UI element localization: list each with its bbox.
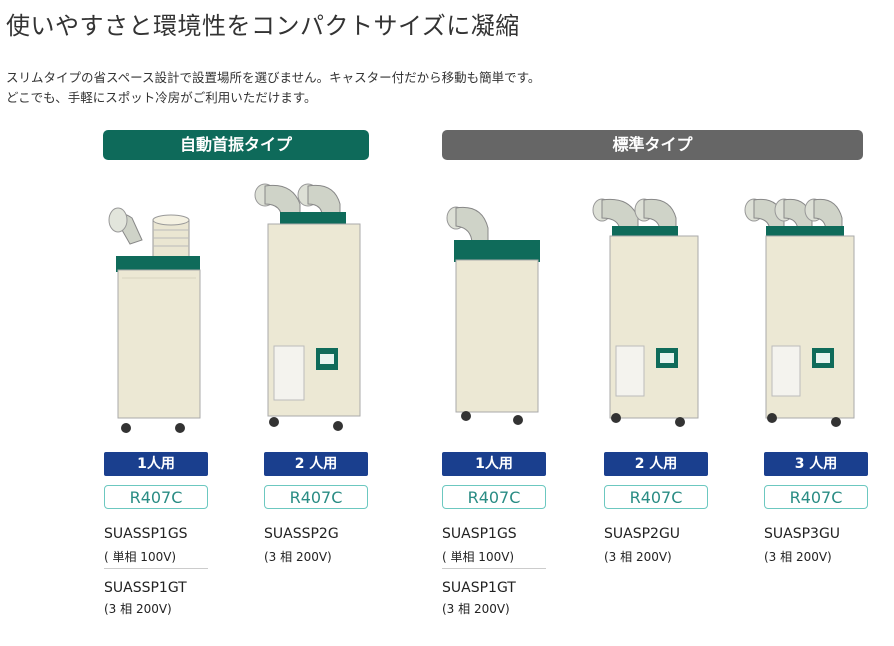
model-name: SUASSP1GS (104, 526, 188, 542)
category-auto-swing: 自動首振タイプ (103, 130, 369, 160)
model-name: SUASP1GS (442, 526, 517, 542)
model-name: SUASSP1GT (104, 580, 187, 596)
people-badge: 2 人用 (604, 452, 708, 476)
page-title: 使いやすさと環境性をコンパクトサイズに凝縮 (6, 12, 520, 40)
product-image-suasp1g (444, 204, 549, 434)
voltage-spec: (3 相 200V) (442, 602, 510, 616)
divider (442, 568, 546, 569)
voltage-spec: ( 単相 100V) (442, 550, 515, 564)
model-name: SUASP3GU (764, 526, 841, 542)
voltage-spec: (3 相 200V) (604, 550, 672, 564)
category-standard: 標準タイプ (442, 130, 863, 160)
description-line-1: スリムタイプの省スペース設計で設置場所を選びません。キャスター付だから移動も簡単… (6, 70, 541, 85)
product-image-suassp2g (252, 182, 367, 442)
model-name: SUASP2GU (604, 526, 681, 542)
people-badge: 3 人用 (764, 452, 868, 476)
people-badge: 2 人用 (264, 452, 368, 476)
product-image-suassp1g (100, 200, 210, 440)
description: スリムタイプの省スペース設計で設置場所を選びません。キャスター付だから移動も簡単… (6, 68, 540, 108)
model-name: SUASP1GT (442, 580, 516, 596)
voltage-spec: (3 相 200V) (764, 550, 832, 564)
voltage-spec: ( 単相 100V) (104, 550, 177, 564)
refrigerant-label: R407C (442, 485, 546, 509)
refrigerant-label: R407C (604, 485, 708, 509)
description-line-2: どこでも、手軽にスポット冷房がご利用いただけます。 (6, 90, 317, 105)
model-name: SUASSP2G (264, 526, 339, 542)
divider (104, 568, 208, 569)
refrigerant-label: R407C (104, 485, 208, 509)
voltage-spec: (3 相 200V) (104, 602, 172, 616)
refrigerant-label: R407C (764, 485, 868, 509)
product-image-suasp3gu (742, 196, 862, 436)
voltage-spec: (3 相 200V) (264, 550, 332, 564)
product-image-suasp2gu (590, 196, 705, 436)
people-badge: 1人用 (104, 452, 208, 476)
refrigerant-label: R407C (264, 485, 368, 509)
people-badge: 1人用 (442, 452, 546, 476)
